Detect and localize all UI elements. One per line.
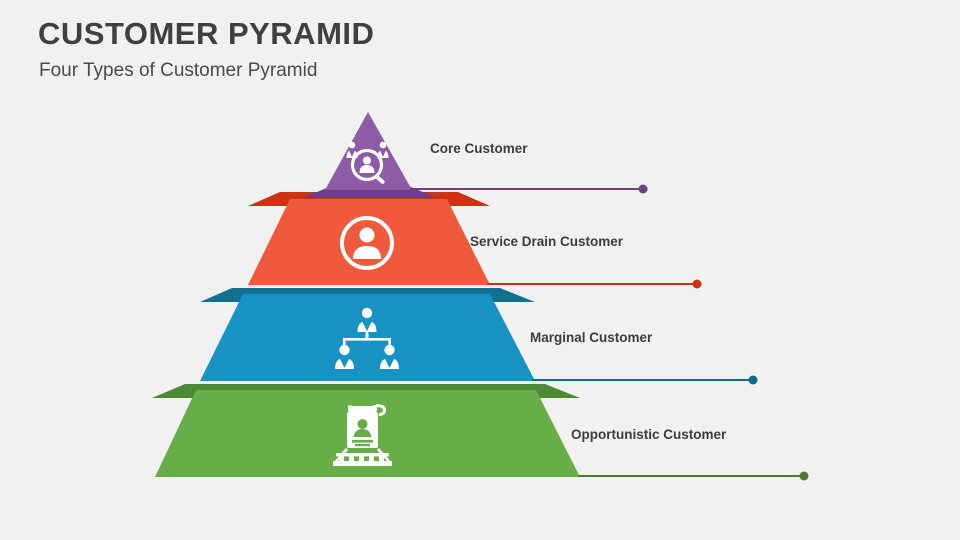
pyramid-tier-marginal[interactable] (200, 288, 758, 385)
customer-research-icon (346, 141, 389, 184)
page-title: CUSTOMER PYRAMID (38, 16, 375, 51)
tier-label-marginal: Marginal Customer (530, 330, 653, 345)
tier-label-service-drain: Service Drain Customer (470, 234, 624, 249)
person-circle-icon (340, 216, 394, 270)
connector-dot-orange (692, 279, 702, 289)
pyramid-tier-opportunistic[interactable] (152, 384, 809, 481)
id-badge-icon (333, 403, 392, 466)
connector-dot-purple (638, 184, 648, 194)
pyramid-tier-core[interactable] (303, 112, 648, 198)
connector-dot-green (799, 471, 809, 481)
org-chart-icon (335, 307, 399, 369)
page-subtitle: Four Types of Customer Pyramid (39, 60, 318, 81)
tier-label-core: Core Customer (430, 141, 528, 156)
connector-dot-blue (748, 375, 758, 385)
tier-label-opportunistic: Opportunistic Customer (571, 427, 727, 442)
